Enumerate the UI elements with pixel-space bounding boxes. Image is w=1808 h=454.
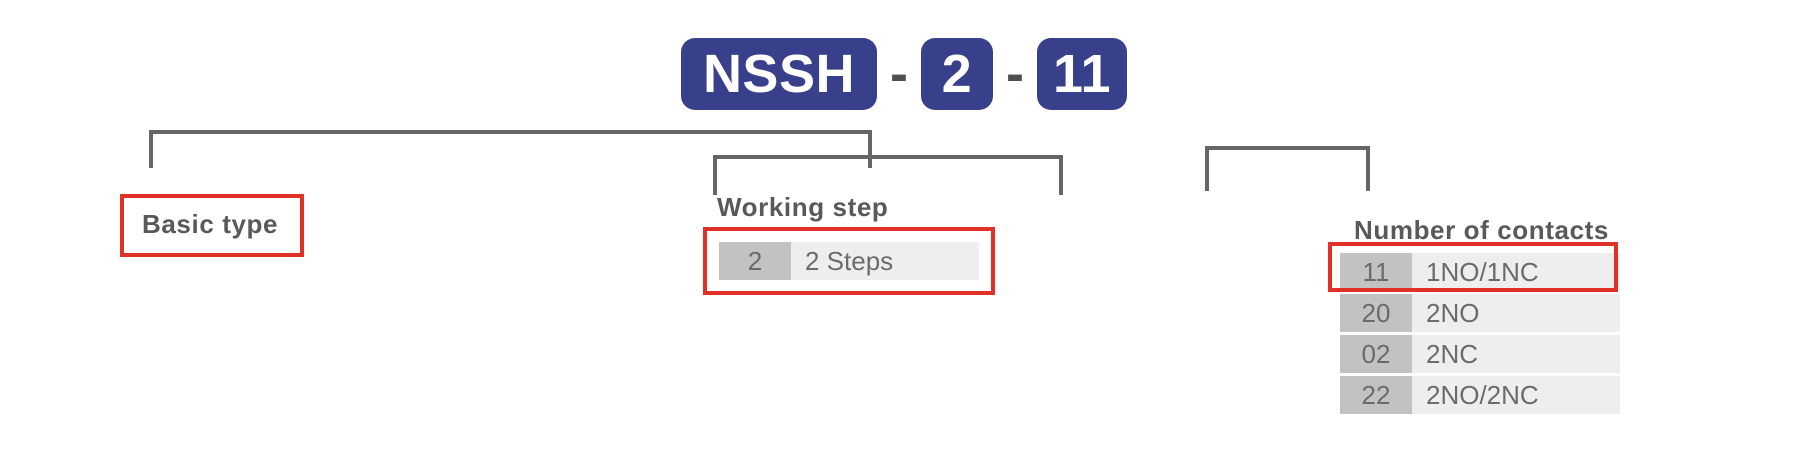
basic-type-highlight-box: Basic type [120, 194, 305, 257]
number-of-contacts-heading: Number of contacts [1354, 215, 1609, 245]
option-code: 22 [1340, 376, 1412, 414]
option-code: 2 [719, 242, 791, 280]
badge-basic-type: NSSH [680, 38, 877, 110]
number-of-contacts-option-table: 11 1NO/1NC 20 2NO 02 2NC 22 2NO/2NC [1340, 250, 1620, 417]
section-basic-type: Basic type [120, 194, 305, 257]
working-step-highlight-box: 2 2 Steps [703, 227, 995, 295]
connector-bracket-number-of-contacts [1205, 146, 1370, 191]
product-code-row: NSSH - 2 - 11 [0, 38, 1808, 110]
option-description: 2NC [1412, 335, 1620, 373]
table-row: 11 1NO/1NC [1340, 253, 1620, 291]
number-of-contacts-table-wrap: 11 1NO/1NC 20 2NO 02 2NC 22 2NO/2NC [1328, 242, 1620, 417]
option-description: 2 Steps [791, 242, 979, 280]
code-separator-dash-1: - [889, 44, 908, 104]
connector-bracket-basic-type [149, 130, 872, 168]
code-separator-dash-2: - [1005, 44, 1024, 104]
option-code: 20 [1340, 294, 1412, 332]
table-row: 2 2 Steps [719, 242, 979, 280]
option-description: 2NO/2NC [1412, 376, 1620, 414]
section-working-step: Working step 2 2 Steps [703, 192, 995, 300]
section-number-of-contacts: Number of contacts 11 1NO/1NC 20 2NO 02 … [1328, 215, 1620, 422]
table-row: 22 2NO/2NC [1340, 376, 1620, 414]
badge-working-step: 2 [920, 38, 993, 110]
basic-type-label: Basic type [142, 209, 279, 239]
table-row: 20 2NO [1340, 294, 1620, 332]
option-code: 02 [1340, 335, 1412, 373]
option-description: 2NO [1412, 294, 1620, 332]
connector-bracket-working-step [713, 155, 1063, 195]
working-step-option-table: 2 2 Steps [719, 239, 979, 283]
badge-number-of-contacts: 11 [1036, 38, 1128, 110]
option-description: 1NO/1NC [1412, 253, 1620, 291]
table-row: 02 2NC [1340, 335, 1620, 373]
option-code: 11 [1340, 253, 1412, 291]
working-step-heading: Working step [717, 192, 889, 222]
